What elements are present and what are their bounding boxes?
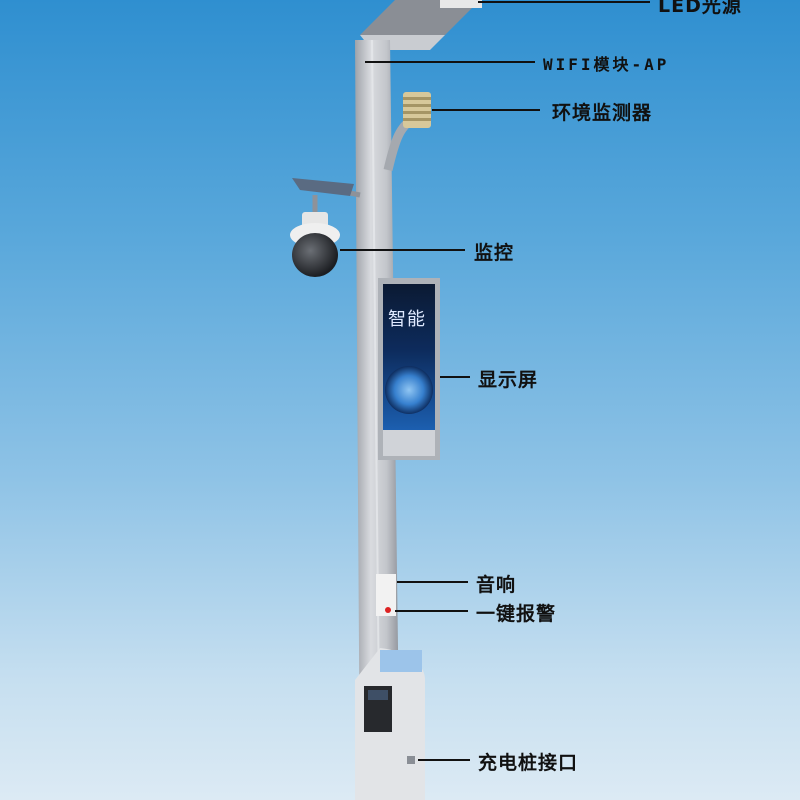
- camera-arm: [292, 178, 361, 215]
- label-env: 环境监测器: [552, 102, 653, 124]
- label-camera: 监控: [474, 242, 515, 264]
- label-speaker: 音响: [476, 574, 517, 596]
- display-screen: [378, 278, 440, 460]
- label-led: LED光源: [658, 0, 742, 17]
- leader-lines: [340, 1, 650, 761]
- environment-monitor: [383, 92, 431, 172]
- screen-title: 智能: [388, 309, 426, 330]
- label-display: 显示屏: [478, 369, 539, 391]
- led-light-head: [360, 0, 482, 50]
- camera-dome: [290, 212, 340, 277]
- label-alarm: 一键报警: [476, 603, 557, 625]
- label-wifi: WIFI模块-AP: [543, 55, 670, 74]
- charging-base: [355, 648, 425, 800]
- label-charger: 充电桩接口: [478, 752, 579, 774]
- speaker-panel: [376, 574, 396, 616]
